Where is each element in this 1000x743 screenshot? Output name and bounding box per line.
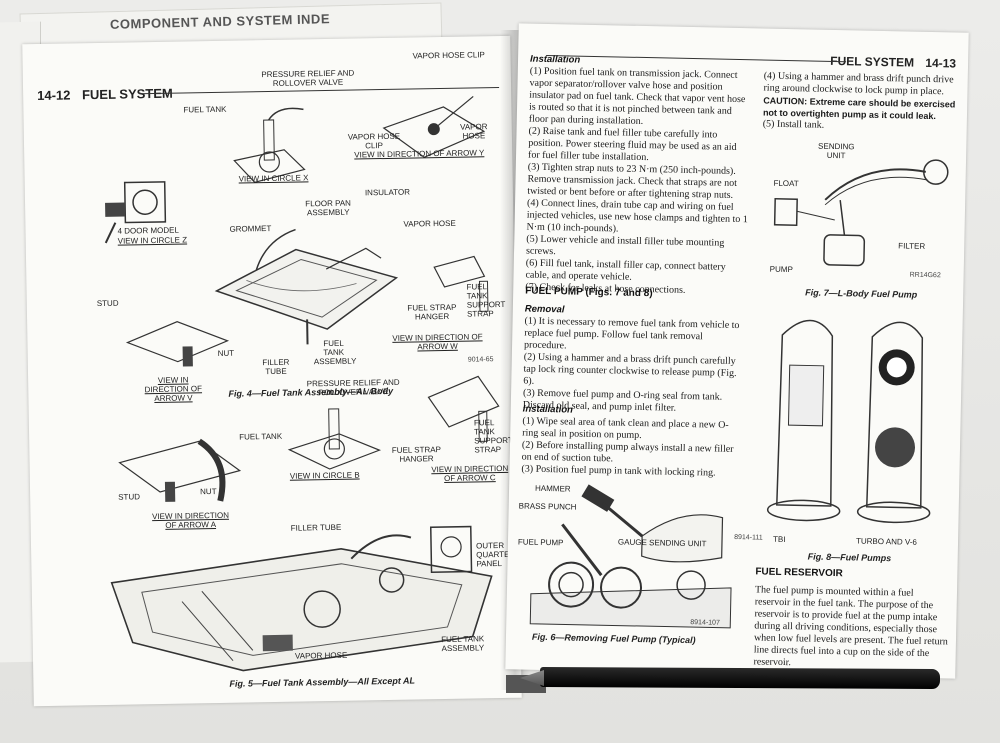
left-page-number: 14-12 [37, 87, 71, 104]
label-four-door: 4 DOOR MODEL [117, 225, 179, 236]
label-view-arrow-c: VIEW IN DIRECTION OF ARROW C [431, 463, 509, 484]
code-9014-65: 9014-65 [467, 356, 494, 364]
label-fuel-tank: FUEL TANK [183, 104, 227, 115]
installation-heading: Installation [529, 53, 581, 66]
fig7-label-pump: PUMP [769, 264, 793, 275]
left-page-section: FUEL SYSTEM [81, 85, 173, 103]
installation2-heading: Installation [522, 403, 573, 416]
fig7-label-sending: SENDING UNIT [817, 141, 855, 161]
label-view-circle-x: VIEW IN CIRCLE X [238, 173, 309, 184]
fig6-label-brass: BRASS PUNCH [518, 501, 577, 512]
right-page-header: FUEL SYSTEM 14-13 [546, 54, 957, 71]
arrow-v-diagram [125, 321, 230, 367]
fig6-label-fuel-pump: FUEL PUMP [517, 537, 564, 548]
label-fuel-tank-assembly: FUEL TANK ASSEMBLY [313, 338, 357, 367]
installation-step: (2) Raise tank and fuel filler tube care… [527, 125, 737, 164]
removal-steps: (1) It is necessary to remove fuel tank … [523, 316, 747, 417]
label-grommet: GROMMET [229, 223, 272, 234]
arrow-y-diagram [382, 95, 486, 158]
label-nut-2: NUT [200, 486, 217, 497]
installation-step: (3) Tighten strap nuts to 23 N·m (250 in… [527, 161, 738, 201]
label-view-arrow-v: VIEW IN DIRECTION OF ARROW V [144, 375, 203, 404]
fuel-pump-heading: FUEL PUMP (Figs. 7 and 8) [525, 285, 653, 300]
installation-step: (4) Connect lines, drain tube cap and wi… [526, 197, 748, 235]
right-page: FUEL SYSTEM 14-13 Installation (1) Posit… [505, 23, 969, 679]
arrow-c-diagram [427, 375, 500, 442]
left-page: 14-12 FUEL SYSTEM VAPOR HOSE CLIP PRESSU… [22, 35, 522, 707]
all-except-al-tank-diagram [110, 525, 493, 672]
fig6-label-gauge: GAUGE SENDING UNIT [617, 537, 707, 549]
circle-z-diagram [104, 181, 167, 244]
left-page-header: 14-12 FUEL SYSTEM [37, 85, 500, 104]
fig8-fuel-pumps-diagram [766, 319, 931, 524]
label-filler-tube: FILLER TUBE [262, 357, 290, 377]
label-view-circle-b: VIEW IN CIRCLE B [289, 470, 360, 481]
fig7-label-filter: FILTER [898, 241, 926, 251]
fig7-code: RR14G62 [909, 271, 941, 280]
fig6-caption: Fig. 6—Removing Fuel Pump (Typical) [531, 631, 696, 646]
label-floor-pan: FLOOR PAN ASSEMBLY [305, 198, 351, 218]
fig6-label-hammer: HAMMER [534, 483, 571, 494]
label-view-arrow-w: VIEW IN DIRECTION OF ARROW W [392, 332, 483, 352]
pen [539, 666, 941, 690]
label-view-circle-z: VIEW IN CIRCLE Z [117, 235, 188, 246]
label-vapor-hose-clip: VAPOR HOSE CLIP [412, 50, 485, 61]
label-insulator: INSULATOR [364, 187, 411, 198]
right-page-number: 14-13 [925, 55, 957, 71]
arrow-w-diagram [433, 255, 489, 312]
fig7-label-float: FLOAT [773, 178, 799, 189]
label-vapor-hose: VAPOR HOSE [459, 122, 488, 141]
label-vapor-hose-4: VAPOR HOSE [294, 650, 348, 661]
installation-steps: (1) Position fuel tank on transmission j… [525, 66, 752, 299]
installation-step: (1) Position fuel tank on transmission j… [528, 65, 746, 127]
label-vapor-hose-3: VAPOR HOSE [403, 218, 456, 229]
removal-heading: Removal [524, 303, 565, 316]
fig8-label-turbo: TURBO AND V-6 [855, 536, 918, 547]
label-filler-tube-2: FILLER TUBE [290, 522, 342, 533]
label-fuel-strap-hanger: FUEL STRAP HANGER [407, 302, 457, 322]
arrow-a-diagram [118, 438, 242, 502]
circle-b-diagram [287, 408, 382, 470]
col2-steps: (4) Using a hammer and brass drift punch… [763, 71, 960, 135]
fig6-code: 8914-107 [690, 619, 720, 627]
label-pressure-relief: PRESSURE RELIEF AND ROLLOVER VALVE [261, 68, 355, 88]
label-nut: NUT [217, 348, 235, 358]
fig6-removing-pump-diagram [529, 484, 732, 629]
fuel-reservoir-text: The fuel pump is mounted within a fuel r… [753, 584, 948, 669]
fig8-caption: Fig. 8—Fuel Pumps [807, 551, 892, 564]
label-fuel-strap-hanger-2: FUEL STRAP HANGER [391, 445, 441, 464]
removal-step: (2) Using a hammer and a brass drift pun… [523, 351, 737, 387]
label-fuel-tank-2: FUEL TANK [239, 431, 283, 442]
label-vapor-hose-clip-2: VAPOR HOSE CLIP [347, 131, 401, 151]
fig5-caption: Fig. 5—Fuel Tank Assembly—All Except AL [229, 675, 416, 689]
fig7-l-body-pump-diagram [773, 159, 949, 267]
label-fuel-tank-assembly-2: FUEL TANK ASSEMBLY [441, 634, 485, 654]
fig8-label-tbi: TBI [772, 534, 786, 545]
header-rule-right [546, 54, 847, 63]
removal-step: (1) It is necessary to remove fuel tank … [523, 315, 740, 352]
label-stud-2: STUD [118, 492, 141, 502]
circle-x-diagram [233, 107, 306, 183]
label-pressure-relief-2: PRESSURE RELIEF AND ROLLOVER VALVE [306, 377, 400, 398]
fuel-reservoir-heading: FUEL RESERVOIR [755, 566, 843, 580]
fig7-caption: Fig. 7—L-Body Fuel Pump [805, 287, 918, 300]
al-body-tank-diagram [214, 228, 399, 345]
label-stud: STUD [96, 298, 119, 309]
